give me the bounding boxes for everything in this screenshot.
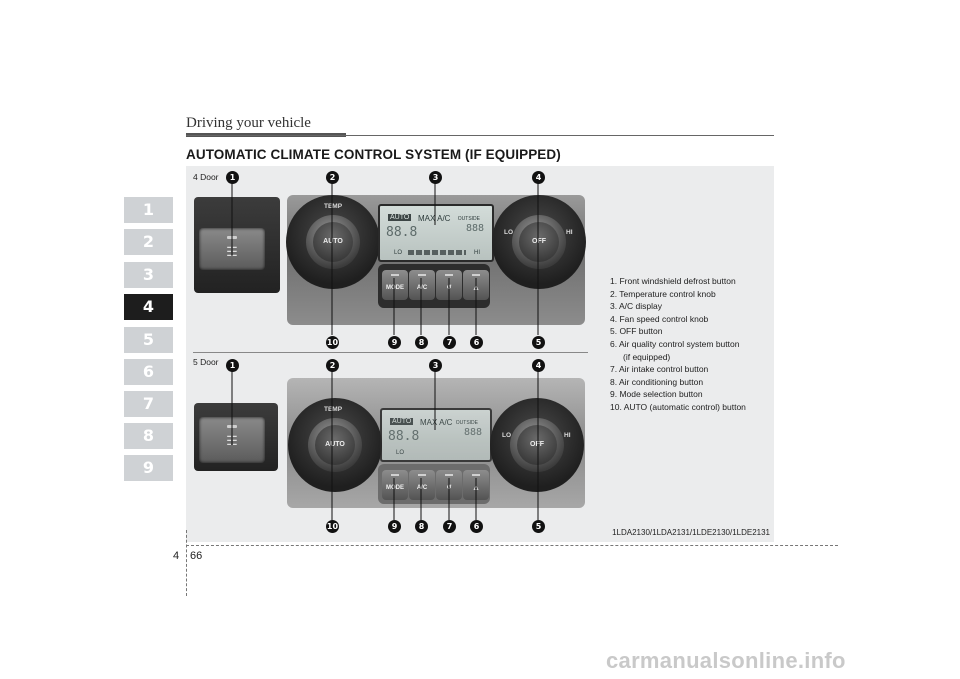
callout-8-bottom: 8: [415, 520, 428, 533]
auto-button-top[interactable]: AUTO: [313, 222, 353, 262]
lcd-lo: LO: [396, 450, 405, 456]
ac-button-top[interactable]: A/C: [409, 270, 435, 300]
off-button-bottom[interactable]: OFF: [517, 425, 557, 465]
figure-legend: 1. Front windshield defrost button 2. Te…: [610, 275, 746, 414]
legend-item-note: (if equipped): [623, 351, 671, 362]
fan-hi-label: HI: [564, 432, 571, 439]
figure-divider: [193, 352, 588, 353]
footer-rule: [186, 545, 838, 546]
footer-vertical-rule: [186, 530, 187, 596]
chapter-tab-8[interactable]: 8: [124, 423, 173, 449]
fan-hi-label: HI: [566, 229, 573, 236]
chapter-tab-4[interactable]: 4: [124, 294, 173, 320]
fan-lo-label: LO: [504, 229, 514, 236]
fan-lo-label: LO: [502, 432, 512, 439]
auto-button-bottom[interactable]: AUTO: [315, 425, 355, 465]
figure-reference-code: 1LDA2130/1LDA2131/1LDE2130/1LDE2131: [612, 528, 770, 537]
legend-item: 1. Front windshield defrost button: [610, 276, 736, 286]
callout-7-top: 7: [443, 336, 456, 349]
page-number: 66: [190, 550, 203, 562]
chapter-tab-6[interactable]: 6: [124, 359, 173, 385]
callout-10-top: 10: [326, 336, 339, 349]
off-button-top[interactable]: OFF: [519, 222, 559, 262]
temp-arc-label: TEMP: [324, 406, 343, 413]
lcd-auto: AUTO: [390, 418, 414, 425]
lcd-outside: OUTSIDE: [455, 420, 478, 426]
chapter-tab-1[interactable]: 1: [124, 197, 173, 223]
ac-button-bottom[interactable]: A/C: [409, 470, 435, 500]
lcd-lo: LO: [394, 250, 403, 256]
callout-1-top: 1: [226, 171, 239, 184]
callout-8-top: 8: [415, 336, 428, 349]
lcd-digits: 88.8: [388, 429, 420, 444]
fan-speed-knob-bottom[interactable]: LO HI OFF: [490, 398, 584, 492]
label-4-door: 4 Door: [193, 172, 219, 182]
callout-9-bottom: 9: [388, 520, 401, 533]
section-title: AUTOMATIC CLIMATE CONTROL SYSTEM (IF EQU…: [186, 147, 561, 162]
legend-item: 10. AUTO (automatic control) button: [610, 401, 746, 412]
lcd-maxac: MAX A/C: [418, 214, 451, 223]
temperature-knob-bottom[interactable]: TEMP AUTO: [288, 398, 382, 492]
knob-ring: OFF: [512, 215, 566, 269]
chapter-tab-9[interactable]: 9: [124, 455, 173, 481]
watermark: carmanualsonline.info: [606, 648, 846, 673]
legend-item: 9. Mode selection button: [610, 389, 703, 400]
lcd-digits-outside: 888: [465, 223, 484, 234]
lcd-hi: HI: [474, 250, 480, 256]
knob-ring: OFF: [510, 418, 564, 472]
mode-button-top[interactable]: MODE: [382, 270, 408, 300]
page-section-number: 4: [173, 550, 180, 562]
callout-1-bottom: 1: [226, 359, 239, 372]
fan-bars: [408, 250, 466, 255]
callout-7-bottom: 7: [443, 520, 456, 533]
lcd-auto: AUTO: [388, 214, 412, 221]
callout-3-top: 3: [429, 171, 442, 184]
callout-6-bottom: 6: [470, 520, 483, 533]
legend-item: 3. A/C display: [610, 301, 662, 312]
callout-6-top: 6: [470, 336, 483, 349]
legend-item: 7. Air intake control button: [610, 364, 709, 375]
chapter-tab-2[interactable]: 2: [124, 229, 173, 255]
temp-arc-label: TEMP: [324, 203, 343, 210]
temperature-knob-top[interactable]: TEMP AUTO: [286, 195, 380, 289]
callout-4-bottom: 4: [532, 359, 545, 372]
legend-item: 2. Temperature control knob: [610, 288, 716, 299]
ac-display-top: AUTO MAX A/C OUTSIDE 88.8 888 LO HI: [378, 204, 494, 262]
callout-9-top: 9: [388, 336, 401, 349]
callout-5-top: 5: [532, 336, 545, 349]
callout-4-top: 4: [532, 171, 545, 184]
knob-ring: AUTO: [306, 215, 360, 269]
chapter-tab-5[interactable]: 5: [124, 327, 173, 353]
legend-item: 4. Fan speed control knob: [610, 313, 709, 324]
lcd-digits-outside: 888: [463, 427, 482, 438]
knob-ring: AUTO: [308, 418, 362, 472]
lcd-digits: 88.8: [386, 225, 418, 240]
header-rule: [186, 135, 774, 136]
callout-5-bottom: 5: [532, 520, 545, 533]
legend-item: 6. Air quality control system button: [610, 338, 740, 349]
mode-button-bottom[interactable]: MODE: [382, 470, 408, 500]
fan-speed-knob-top[interactable]: LO HI OFF: [492, 195, 586, 289]
chapter-tab-7[interactable]: 7: [124, 391, 173, 417]
label-5-door: 5 Door: [193, 357, 219, 367]
callout-2-bottom: 2: [326, 359, 339, 372]
callout-3-bottom: 3: [429, 359, 442, 372]
callout-10-bottom: 10: [326, 520, 339, 533]
lcd-maxac: MAX A/C: [420, 418, 453, 427]
lcd-outside: OUTSIDE: [457, 216, 480, 222]
legend-item: 8. Air conditioning button: [610, 376, 704, 387]
chapter-tab-3[interactable]: 3: [124, 262, 173, 288]
legend-item: 5. OFF button: [610, 326, 663, 337]
ac-display-bottom: AUTO MAX A/C OUTSIDE 88.8 888 LO: [380, 408, 492, 462]
callout-2-top: 2: [326, 171, 339, 184]
running-header: Driving your vehicle: [186, 115, 311, 131]
